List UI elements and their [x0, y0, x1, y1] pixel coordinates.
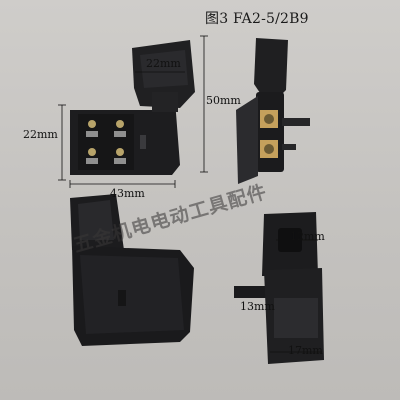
switch-side-view [236, 38, 310, 184]
switch-back-view [70, 194, 194, 346]
dim-pin: 13mm [240, 300, 275, 313]
dim-hole: 12mm [290, 230, 325, 243]
dim-length: 43mm [110, 187, 145, 200]
dim-top-width: 22mm [146, 57, 181, 70]
switch-small-view [234, 212, 324, 364]
dim-height: 50mm [206, 94, 241, 107]
image-caption: 图3 FA2-5/2B9 [205, 11, 309, 27]
switch-front-view [58, 35, 208, 188]
dim-side: 22mm [23, 128, 58, 141]
dim-bottom-width: 17mm [288, 344, 323, 357]
